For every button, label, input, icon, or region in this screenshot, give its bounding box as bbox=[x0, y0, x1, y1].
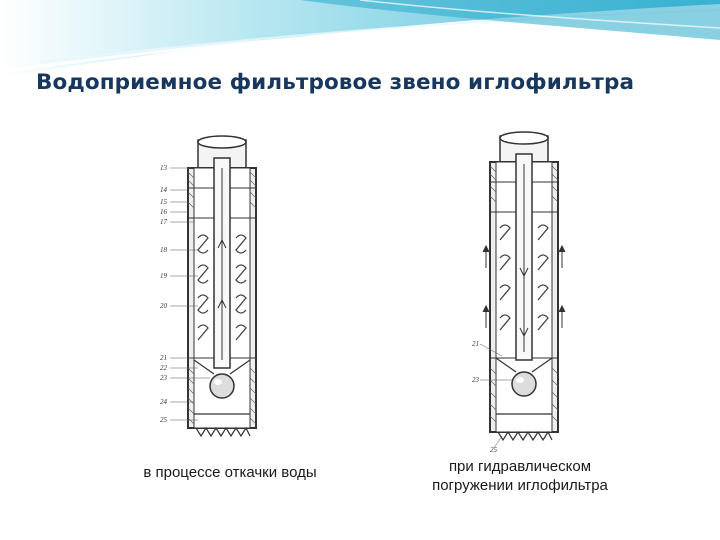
part-label: 16 bbox=[160, 208, 168, 216]
part-label: 23 bbox=[472, 376, 480, 384]
part-label: 24 bbox=[160, 398, 168, 406]
inner-tube bbox=[213, 157, 231, 369]
part-label: 13 bbox=[160, 164, 168, 172]
part-label: 19 bbox=[160, 272, 168, 280]
caption-line: погружении иглофильтра bbox=[432, 477, 608, 494]
leader-lines bbox=[170, 167, 210, 421]
part-label: 21 bbox=[472, 340, 479, 348]
part-label: 18 bbox=[160, 246, 168, 254]
callout-labels: 13 14 15 16 17 18 19 20 21 22 23 24 25 bbox=[160, 164, 168, 424]
slide-title: Водоприемное фильтровое звено иглофильтр… bbox=[36, 70, 635, 95]
bottom-tip bbox=[496, 413, 553, 442]
header-banner bbox=[0, 0, 720, 80]
part-label: 21 bbox=[160, 354, 167, 362]
ball-valve bbox=[193, 359, 251, 399]
flow-arrows bbox=[482, 244, 566, 328]
part-label: 25 bbox=[160, 416, 168, 424]
bottom-tip bbox=[194, 413, 251, 438]
callout-labels: 21 23 25 bbox=[472, 340, 498, 454]
part-label: 25 bbox=[490, 446, 498, 454]
part-label: 14 bbox=[160, 186, 168, 194]
filter-link-drawing-pumping: 13 14 15 16 17 18 19 20 21 22 23 24 25 bbox=[160, 135, 257, 438]
leader-lines bbox=[479, 343, 512, 449]
filter-mesh bbox=[499, 224, 549, 331]
part-label: 15 bbox=[160, 198, 168, 206]
part-label: 23 bbox=[160, 374, 168, 382]
filter-link-drawing-immersion: 21 23 25 bbox=[472, 131, 566, 454]
part-label: 22 bbox=[160, 364, 168, 372]
hatching bbox=[489, 165, 559, 423]
hatching bbox=[187, 171, 257, 425]
part-label: 20 bbox=[160, 302, 168, 310]
part-label: 17 bbox=[160, 218, 168, 226]
filter-mesh bbox=[197, 234, 247, 341]
inner-tube bbox=[515, 153, 533, 361]
ball-valve bbox=[495, 357, 553, 397]
figure-caption-immersion: при гидравлическом погружении иглофильтр… bbox=[395, 457, 645, 495]
caption-line: при гидравлическом bbox=[448, 458, 592, 475]
figure-caption-pumping: в процессе откачки воды bbox=[143, 464, 317, 481]
